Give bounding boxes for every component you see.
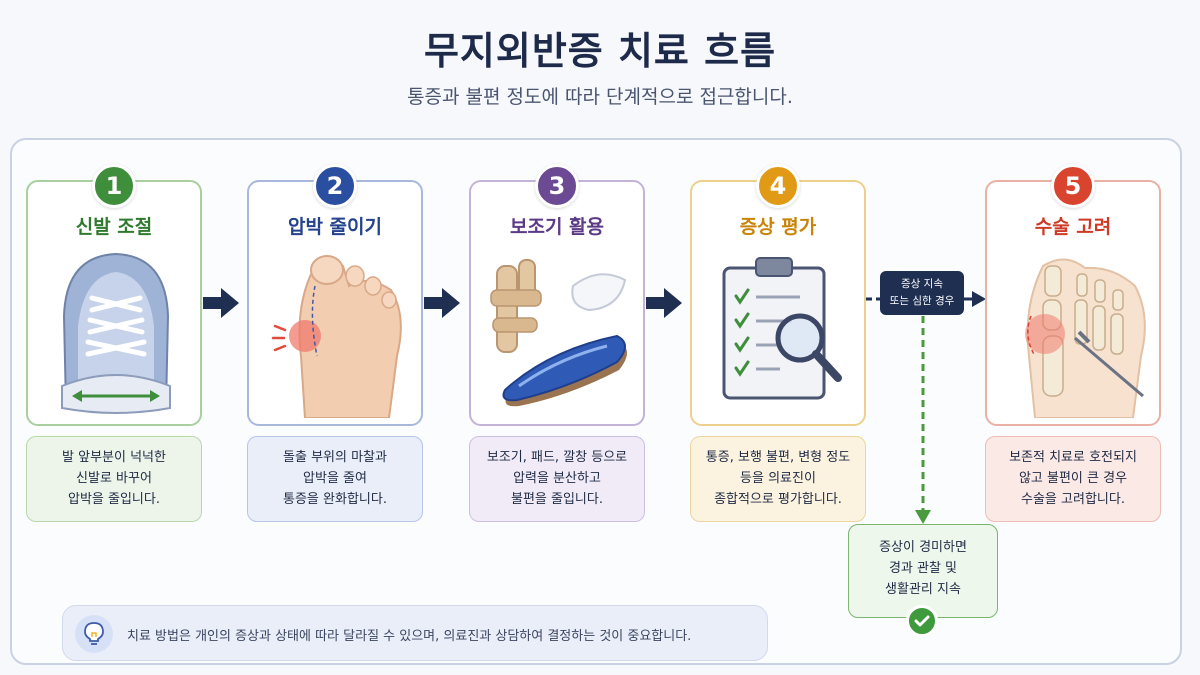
step-1-description: 발 앞부분이 넉넉한 신발로 바꾸어 압박을 줄입니다. [26,436,202,522]
step-5-card: 5 수술 고려 [985,164,1161,426]
step-5-desc-line-2: 않고 불편이 큰 경우 [1018,471,1128,486]
step-4-description: 통증, 보행 불편, 변형 정도 등을 의료진이 종합적으로 평가합니다. [690,436,866,522]
decision-line-1: 증상 지속 [901,278,943,290]
step-5-description: 보존적 치료로 호전되지 않고 불편이 큰 경우 수술을 고려합니다. [985,436,1161,522]
step-4-number: 4 [756,164,800,208]
step-3-description: 보조기, 패드, 깔창 등으로 압력을 분산하고 불편을 줄입니다. [469,436,645,522]
step-5-title: 수술 고려 [1034,216,1112,238]
arrow-right-icon [646,288,682,318]
arrow-right-icon [203,288,239,318]
step-2-number: 2 [313,164,357,208]
arrow-right-icon [424,288,460,318]
lightbulb-icon [75,615,113,653]
step-1-desc-line-1: 발 앞부분이 넉넉한 [62,450,166,465]
step-4-desc-line-1: 통증, 보행 불편, 변형 정도 [705,450,851,465]
info-note-text: 치료 방법은 개인의 증상과 상태에 따라 달라질 수 있으며, 의료진과 상담… [127,629,692,644]
mild-line-1: 증상이 경미하면 [879,540,967,555]
step-1-desc-line-2: 신발로 바꾸어 [76,471,152,486]
step-4-desc-line-2: 등을 의료진이 [740,471,816,486]
step-2-desc-line-1: 돌출 부위의 마찰과 [283,450,387,465]
step-3-desc-line-2: 압력을 분산하고 [513,471,601,486]
info-note: 치료 방법은 개인의 증상과 상태에 따라 달라질 수 있으며, 의료진과 상담… [62,605,768,661]
page-subtitle: 통증과 불편 정도에 따라 단계적으로 접근합니다. [407,86,793,108]
step-4-card: 4 증상 평가 [690,164,866,426]
step-3-title: 보조기 활용 [509,216,604,238]
sneaker-icon [61,252,171,414]
step-3-card: 3 보조기 활용 [469,164,645,426]
step-3-number: 3 [535,164,579,208]
step-5-desc-line-1: 보존적 치료로 호전되지 [1009,450,1137,465]
step-3-desc-line-1: 보조기, 패드, 깔창 등으로 [486,450,628,465]
decision-box: 증상 지속 또는 심한 경우 [880,271,964,315]
step-2-title: 압박 줄이기 [287,216,382,238]
step-4-desc-line-3: 종합적으로 평가합니다. [714,492,842,507]
mild-line-3: 생활관리 지속 [885,582,961,597]
step-3-desc-line-3: 불편을 줄입니다. [511,492,603,507]
step-1-desc-line-3: 압박을 줄입니다. [68,492,160,507]
step-2-description: 돌출 부위의 마찰과 압박을 줄여 통증을 완화합니다. [247,436,423,522]
step-1-card: 1 신발 조절 [26,164,202,426]
foot-bunion-icon [271,255,402,418]
mild-line-2: 경과 관찰 및 [888,561,958,576]
step-5-number: 5 [1051,164,1095,208]
step-4-title: 증상 평가 [739,216,817,238]
orthotic-devices-icon [490,259,627,407]
page-title: 무지외반증 치료 흐름 [423,29,777,73]
step-2-card: 2 압박 줄이기 [247,164,423,426]
mild-case-box: 증상이 경미하면 경과 관찰 및 생활관리 지속 [848,524,998,618]
step-1-number: 1 [92,164,136,208]
step-2-desc-line-3: 통증을 완화합니다. [283,492,387,507]
check-circle-icon [906,605,938,637]
decision-line-2: 또는 심한 경우 [889,295,955,307]
clipboard-magnifier-icon [722,257,842,400]
step-5-desc-line-3: 수술을 고려합니다. [1021,492,1125,507]
step-2-desc-line-2: 압박을 줄여 [303,471,367,486]
foot-bones-surgery-icon [1025,258,1146,418]
decision-connector [866,291,986,524]
step-1-title: 신발 조절 [75,216,153,238]
